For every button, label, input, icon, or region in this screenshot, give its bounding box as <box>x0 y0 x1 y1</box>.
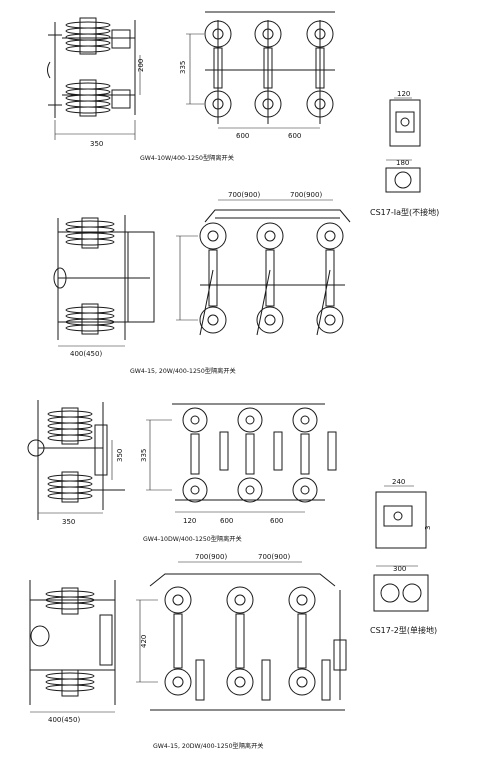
side-view-gw4-10dw: 350 350 <box>27 400 125 526</box>
insulator-lower-4 <box>45 669 95 697</box>
dim-700-900-d: 700(900) <box>258 553 290 561</box>
mechanism-cs17-2: 240 3 300 CS17-2型(单接地) <box>370 478 437 635</box>
dim-3: 3 <box>424 526 432 530</box>
pole-4 <box>199 222 227 336</box>
pole-8 <box>237 407 283 503</box>
pole-10 <box>164 586 205 701</box>
pole-7 <box>182 407 229 503</box>
dim-600-d: 600 <box>270 517 283 525</box>
dim-400-450: 400(450) <box>70 350 102 358</box>
dim-600-a: 600 <box>236 132 249 140</box>
dim-700-900-b: 700(900) <box>290 191 322 199</box>
caption-cs17-1a: CS17-Ⅰa型(不接地) <box>370 207 439 217</box>
pole-3 <box>306 20 334 124</box>
insulator-lower-2 <box>65 303 115 335</box>
dim-335: 335 <box>179 61 187 74</box>
dim-335-b: 335 <box>140 449 148 462</box>
caption-gw4-15-20dw: GW4-15, 20DW/400-1250型隔离开关 <box>153 742 263 750</box>
front-view-gw4-15-20w: 700(900) 700(900) <box>176 191 351 336</box>
dim-700-900-c: 700(900) <box>195 553 227 561</box>
dim-420: 420 <box>140 635 148 648</box>
dim-240: 240 <box>392 478 405 486</box>
dim-600-c: 600 <box>220 517 233 525</box>
side-view-gw4-15-20dw: 400(450) <box>29 580 116 724</box>
dim-180: 180 <box>396 159 409 167</box>
dim-350-b: 350 <box>116 449 124 462</box>
pole-11 <box>226 586 271 701</box>
insulator-upper-4 <box>45 587 95 615</box>
dim-600-b: 600 <box>288 132 301 140</box>
caption-gw4-15-20w: GW4-15, 20W/400-1250型隔离开关 <box>130 367 236 375</box>
pole-5 <box>256 222 284 336</box>
pole-9 <box>292 407 337 503</box>
pole-12 <box>288 586 331 701</box>
side-view-gw4-15-20w: 400(450) <box>53 215 155 358</box>
mechanism-cs17-1a: 120 180 CS17-Ⅰa型(不接地) <box>370 90 439 217</box>
pole-6 <box>316 222 344 336</box>
dim-400-450-b: 400(450) <box>48 716 80 724</box>
insulator-upper-3 <box>47 407 93 445</box>
side-view-gw4-10w: 350 200 <box>47 17 145 148</box>
caption-gw4-10dw: GW4-10DW/400-1250型隔离开关 <box>143 535 242 543</box>
dim-200: 200 <box>137 59 145 72</box>
dim-300: 300 <box>393 565 406 573</box>
dim-120-b: 120 <box>183 517 196 525</box>
pole-2 <box>254 20 282 124</box>
caption-cs17-2: CS17-2型(单接地) <box>370 625 437 635</box>
dim-120: 120 <box>397 90 410 98</box>
dim-350: 350 <box>90 140 103 148</box>
front-view-gw4-15-20dw: 700(900) 700(900) <box>136 553 347 711</box>
caption-gw4-10w: GW4-10W/400-1250型隔离开关 <box>140 154 234 162</box>
front-view-gw4-10dw: 335 120 600 600 <box>140 403 337 525</box>
insulator-lower-3 <box>47 471 93 503</box>
insulator-upper-2 <box>65 217 115 249</box>
dim-700-900-a: 700(900) <box>228 191 260 199</box>
pole-1 <box>204 20 232 124</box>
insulator-lower <box>65 79 111 117</box>
insulator-upper <box>65 17 111 55</box>
dim-350-c: 350 <box>62 518 75 526</box>
front-view-gw4-10w: 335 600 600 <box>179 11 335 140</box>
